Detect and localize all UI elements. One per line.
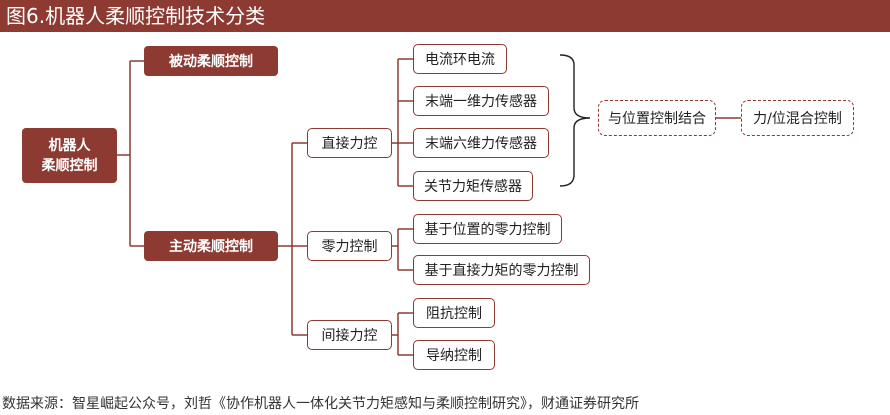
leaf-impedance-control: 阻抗控制 (413, 298, 495, 328)
leaf-position-zero-force: 基于位置的零力控制 (413, 214, 562, 244)
passive-compliance-node: 被动柔顺控制 (144, 46, 278, 76)
position-combo-node: 与位置控制结合 (598, 100, 716, 136)
leaf-6d-sensor: 末端六维力传感器 (413, 128, 549, 158)
source-note: 数据来源：智星崛起公众号，刘哲《协作机器人一体化关节力矩感知与柔顺控制研究》，财… (2, 396, 639, 412)
hybrid-control-node: 力/位混合控制 (741, 100, 854, 136)
indirect-force-node: 间接力控 (307, 320, 392, 350)
leaf-1d-sensor: 末端一维力传感器 (413, 86, 549, 116)
title-bar: 图6.机器人柔顺控制技术分类 (0, 0, 890, 32)
leaf-torque-zero-force: 基于直接力矩的零力控制 (413, 255, 590, 285)
direct-force-node: 直接力控 (307, 128, 392, 158)
leaf-admittance-control: 导纳控制 (413, 340, 495, 370)
leaf-current-loop: 电流环电流 (413, 44, 507, 74)
leaf-joint-torque-sensor: 关节力矩传感器 (413, 171, 533, 201)
zero-force-node: 零力控制 (307, 231, 392, 261)
grouping-brace (559, 54, 591, 187)
active-compliance-node: 主动柔顺控制 (144, 231, 278, 261)
figure-title: 图6.机器人柔顺控制技术分类 (6, 4, 266, 28)
root-node: 机器人 柔顺控制 (22, 128, 117, 183)
